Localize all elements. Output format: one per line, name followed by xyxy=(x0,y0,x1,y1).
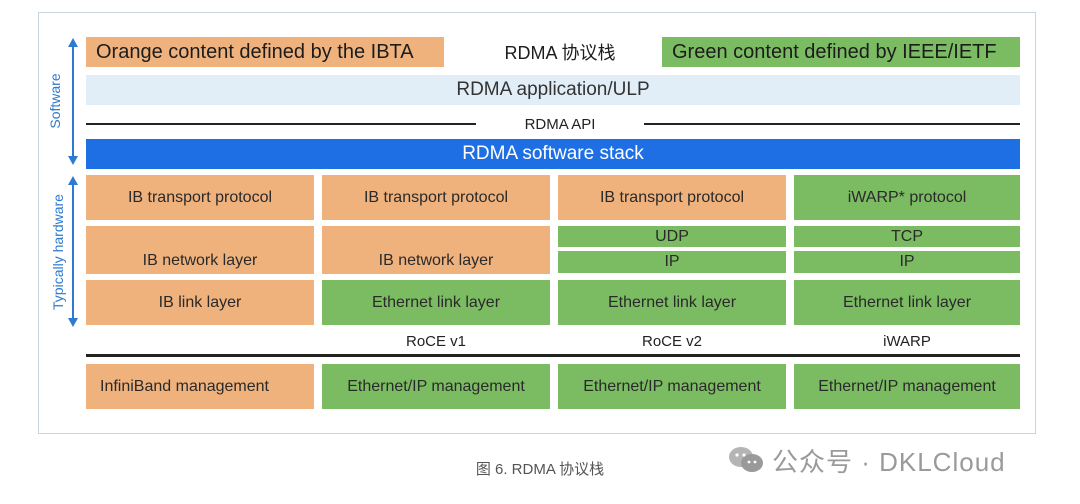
col2-network: IB network layer xyxy=(322,226,550,274)
col1-network: IB network layer xyxy=(86,226,314,274)
hardware-arrow-line xyxy=(72,184,74,318)
col4-tcp: TCP xyxy=(794,226,1020,247)
legend-green: Green content defined by IEEE/IETF xyxy=(662,37,1020,67)
hardware-label: Typically hardware xyxy=(50,194,66,310)
col4-transport: iWARP* protocol xyxy=(794,175,1020,220)
management-divider xyxy=(86,354,1020,357)
col3-ip: IP xyxy=(558,251,786,273)
software-arrow-down-icon xyxy=(68,156,78,165)
col4-management: Ethernet/IP management xyxy=(794,364,1020,409)
hardware-arrow-up-icon xyxy=(68,176,78,185)
rdma-application-layer: RDMA application/ULP xyxy=(86,75,1020,105)
col4-link: Ethernet link layer xyxy=(794,280,1020,325)
col1-link: IB link layer xyxy=(86,280,314,325)
figure-frame xyxy=(38,12,1036,434)
hardware-arrow-down-icon xyxy=(68,318,78,327)
wechat-icon xyxy=(728,446,764,474)
diagram-title: RDMA 协议栈 xyxy=(504,43,616,63)
col3-management: Ethernet/IP management xyxy=(558,364,786,409)
col2-link: Ethernet link layer xyxy=(322,280,550,325)
col3-udp: UDP xyxy=(558,226,786,247)
software-arrow-up-icon xyxy=(68,38,78,47)
watermark: 公众号 · DKLCloud xyxy=(728,440,1048,480)
col3-link: Ethernet link layer xyxy=(558,280,786,325)
col4-name: iWARP xyxy=(883,332,931,350)
col1-transport: IB transport protocol xyxy=(86,175,314,220)
legend-orange: Orange content defined by the IBTA xyxy=(86,37,444,67)
col2-management: Ethernet/IP management xyxy=(322,364,550,409)
software-label: Software xyxy=(47,73,63,129)
rdma-api-label: RDMA API xyxy=(524,115,596,133)
rdma-software-stack: RDMA software stack xyxy=(86,139,1020,169)
col2-transport: IB transport protocol xyxy=(322,175,550,220)
col1-management: InfiniBand management xyxy=(86,364,314,409)
api-divider-left xyxy=(86,123,476,125)
watermark-text: 公众号 · DKLCloud xyxy=(772,446,1006,477)
software-arrow-line xyxy=(72,46,74,156)
col4-ip: IP xyxy=(794,251,1020,273)
col2-name: RoCE v1 xyxy=(405,332,467,350)
figure-caption: 图 6. RDMA 协议栈 xyxy=(475,460,605,478)
col3-transport: IB transport protocol xyxy=(558,175,786,220)
col3-name: RoCE v2 xyxy=(641,332,703,350)
api-divider-right xyxy=(644,123,1020,125)
